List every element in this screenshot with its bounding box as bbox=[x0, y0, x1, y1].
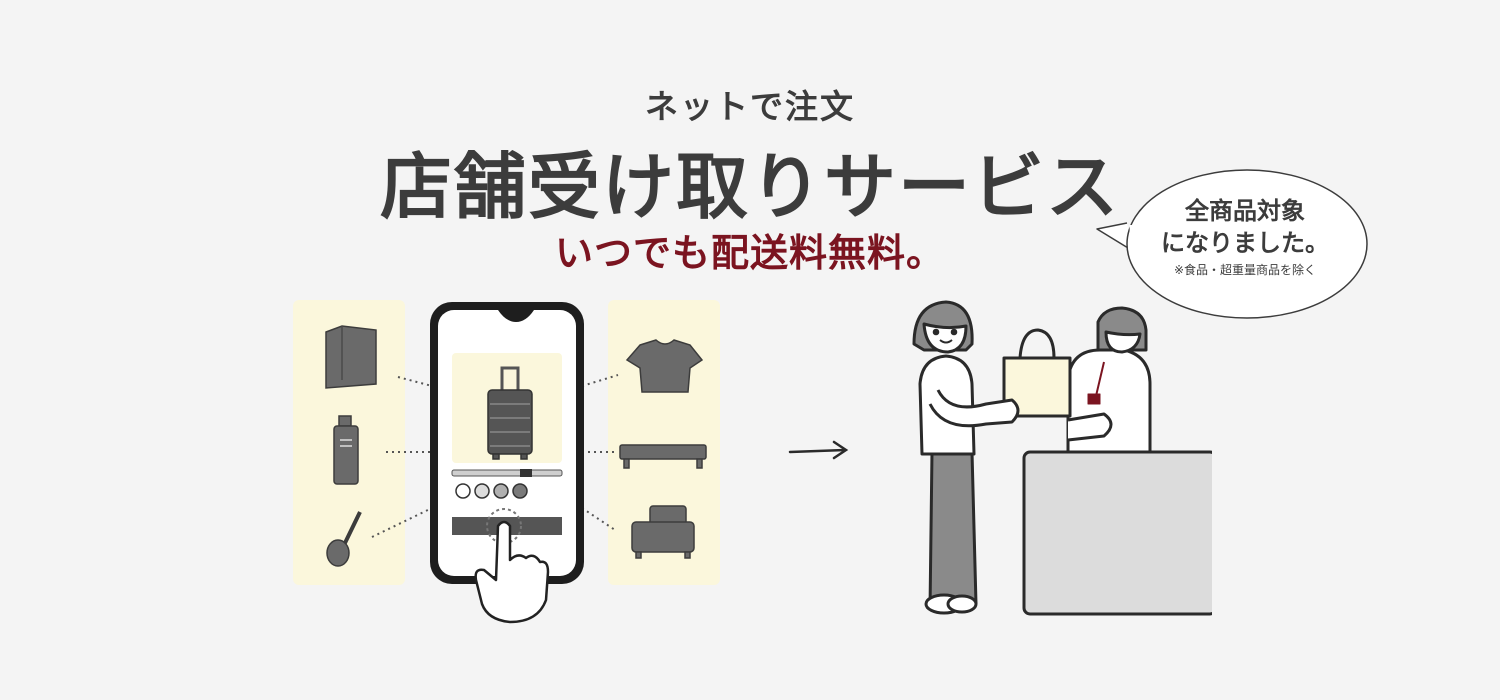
right-product-panel bbox=[608, 300, 720, 585]
customer-figure bbox=[912, 300, 1020, 615]
speech-bubble-shape bbox=[1096, 169, 1368, 319]
speech-bubble-text: 全商品対象 になりました。 ※食品・超重量商品を除く bbox=[1125, 195, 1365, 281]
headline: 店舗受け取りサービス bbox=[379, 145, 1120, 229]
bubble-note: ※食品・超重量商品を除く bbox=[1173, 263, 1317, 277]
bench-icon bbox=[619, 444, 707, 469]
armchair-icon bbox=[631, 505, 695, 559]
arrow-icon bbox=[788, 440, 849, 460]
dotted-connectors bbox=[371, 374, 619, 538]
bubble-line-2: になりました。 bbox=[1161, 229, 1329, 257]
kicker-text: ネットで注文 bbox=[645, 87, 855, 126]
smartphone bbox=[430, 302, 584, 584]
t-shirt-icon bbox=[625, 339, 704, 393]
file-box-icon bbox=[325, 325, 377, 389]
color-swatches bbox=[455, 483, 528, 499]
speech-bubble: 全商品対象 になりました。 ※食品・超重量商品を除く bbox=[1095, 165, 1375, 323]
bubble-line-1: 全商品対象 bbox=[1185, 197, 1305, 225]
phone-notch bbox=[498, 310, 534, 322]
pointing-hand-icon bbox=[474, 508, 550, 624]
suitcase-icon bbox=[487, 366, 533, 460]
free-shipping-tagline: いつでも配送料無料。 bbox=[554, 231, 945, 275]
bottle-icon bbox=[333, 415, 359, 485]
store-staff-figure bbox=[1066, 306, 1152, 454]
image-slider bbox=[451, 469, 563, 477]
counter bbox=[1022, 440, 1232, 620]
name-badge bbox=[1087, 393, 1101, 405]
spoon-icon bbox=[326, 511, 362, 567]
